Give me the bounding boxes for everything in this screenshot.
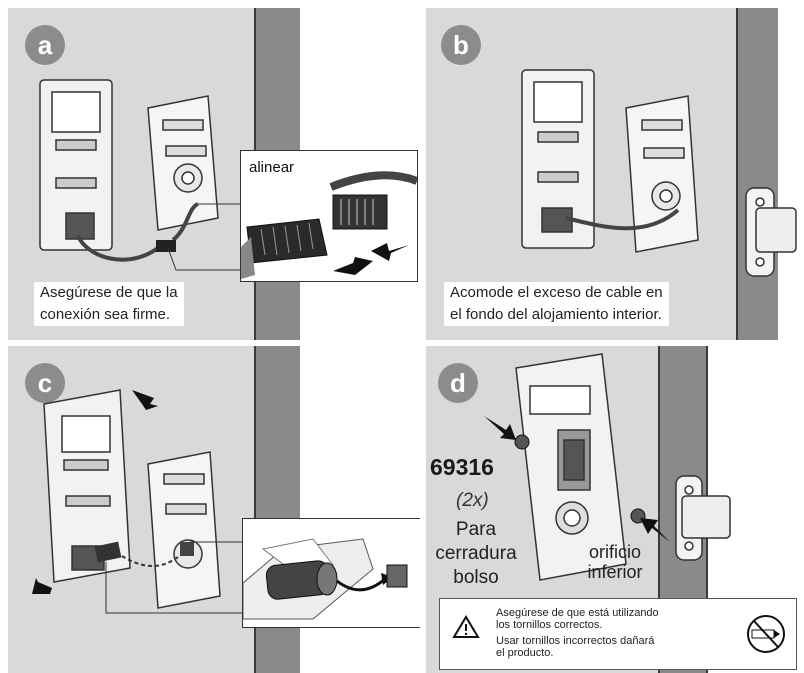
warning-text: Asegúrese de que está utilizando los tor… [496,607,659,659]
hole-label-line1: orificio [588,542,641,562]
hole-label-line2: inferior [587,562,643,582]
step-a-caption-line1: Asegúrese de que la [40,284,178,301]
screw-warning-box: Asegúrese de que está utilizando los tor… [439,598,797,670]
warning-line2: los tornillos correctos. [496,619,603,631]
step-a-panel: a [8,8,420,340]
step-a-caption: Asegúrese de que la conexión sea firme. [34,282,184,326]
part-usage-note: Para cerradura bolso [426,518,526,590]
warning-graphics [452,615,785,653]
step-d-badge: d [438,363,478,403]
connector-detail-inset: alinear [240,150,418,282]
usage-line2: cerradura [435,543,517,564]
step-b-caption-line2: el fondo del alojamiento interior. [450,306,662,323]
warning-line4: el producto. [496,647,554,659]
part-number: 69316 [430,454,494,480]
step-b-illustration [521,69,797,277]
align-label: alinear [249,159,295,176]
part-quantity: (2x) [456,490,489,511]
warning-triangle-icon [452,615,480,638]
no-screw-icon [747,615,785,653]
step-a-caption-line2: conexión sea firme. [40,306,171,323]
warning-line3: Usar tornillos incorrectos dañará [496,635,655,647]
usage-line3: bolso [453,567,499,588]
step-b-caption: Acomode el exceso de cable en el fondo d… [444,282,669,326]
step-d-illustration [484,353,731,581]
step-b-caption-line1: Acomode el exceso de cable en [450,284,663,301]
step-a-illustration [39,79,240,271]
door-face [778,8,804,340]
step-b-panel: b Acomode el exceso de cable en el fondo… [426,8,804,340]
connector-detail-illustration [241,171,417,279]
step-c-panel: c [8,346,420,673]
cable-detail-inset [242,518,420,628]
bottom-hole-label: orificio inferior [574,542,656,582]
usage-line1: Para [455,519,497,540]
warning-line1: Asegúrese de que está utilizando [496,607,659,619]
step-c-badge: c [25,363,65,403]
step-a-badge: a [25,25,65,65]
step-c-illustration [32,389,242,614]
cable-detail-illustration [243,538,408,620]
step-b-badge: b [441,25,481,65]
